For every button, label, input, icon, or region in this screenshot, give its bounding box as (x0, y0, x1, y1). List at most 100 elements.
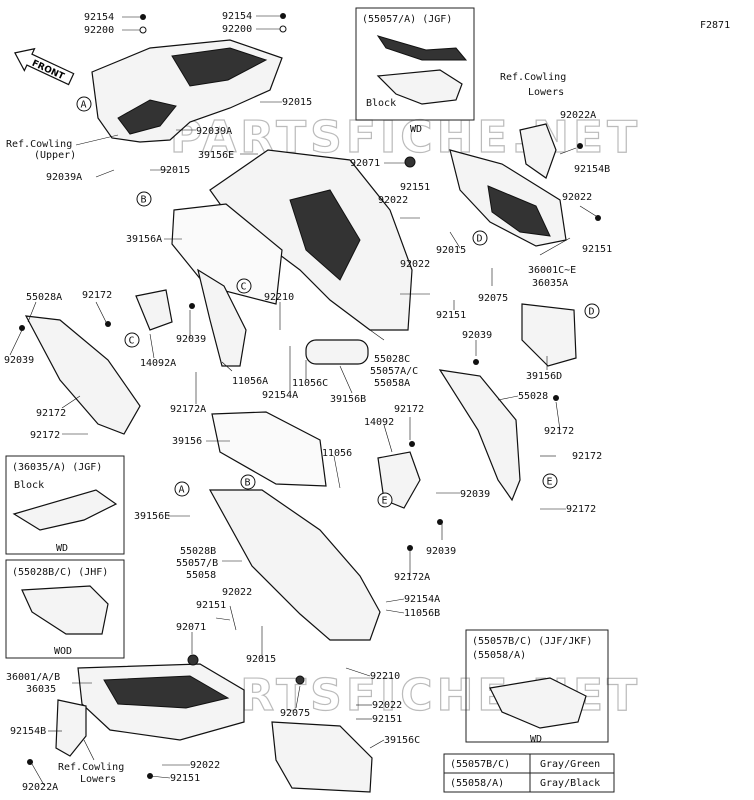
inset-55057A-header: (55057/A) (JGF) (362, 14, 452, 25)
callout: Ref.Cowling (6, 139, 72, 150)
callout: 92154A (404, 594, 440, 605)
washer-icon (279, 25, 287, 33)
callout: 92172 (572, 451, 602, 462)
callout: 92039 (176, 334, 206, 345)
inset-36035A-foot: WD (56, 543, 68, 554)
callout: 39156A (126, 234, 162, 245)
callout: 11056B (404, 608, 440, 619)
callout: 92022 (222, 587, 252, 598)
callout: 92071 (350, 158, 380, 169)
callout: 39156 (172, 436, 202, 447)
callout: 92022 (372, 700, 402, 711)
callout: 55028B (180, 546, 216, 557)
callout: 36001C~E (528, 265, 576, 276)
bolt-icon (437, 519, 443, 525)
side-panel-55028A (24, 315, 141, 435)
fasteners (19, 13, 601, 779)
callout: 92039 (426, 546, 456, 557)
pad-39156B (305, 339, 369, 365)
side-panel-55028 (438, 369, 521, 502)
grommet-92071-upper (404, 156, 416, 168)
callout: 92154 (84, 12, 114, 23)
callout: 92172A (394, 572, 430, 583)
callout: 11056 (322, 448, 352, 459)
marker-label: B (141, 195, 147, 206)
inset-36035A-part (12, 489, 118, 531)
grommet-92075-lower (295, 675, 305, 685)
callout: 92022A (22, 782, 58, 793)
marker-label: C (129, 336, 135, 347)
callout-labels: 92154 92200 92154 92200 92015 Ref.Cowlin… (4, 11, 612, 793)
callout: 92022A (560, 110, 596, 121)
callout: 36035 (26, 684, 56, 695)
inset-36035A-note: Block (14, 480, 44, 491)
inset-55057A-foot: WD (410, 124, 422, 135)
callout: 92015 (282, 97, 312, 108)
callout: 92172 (82, 290, 112, 301)
callout: 39156E (198, 150, 234, 161)
bolt-icon (473, 359, 479, 365)
inset-55057BC-part (489, 677, 587, 729)
lower-cowl-36001-vent (103, 675, 230, 709)
bolt-icon (280, 13, 286, 19)
callout: 14092A (140, 358, 176, 369)
bolt-icon (140, 14, 146, 20)
callout: Lowers (528, 87, 564, 98)
callout: 92151 (196, 600, 226, 611)
callout: 55028C (374, 354, 410, 365)
callout: 92075 (280, 708, 310, 719)
callout: 92154 (222, 11, 252, 22)
callout: 92022 (190, 760, 220, 771)
callout: 55058 (186, 570, 216, 581)
callout: 92022 (378, 195, 408, 206)
bolt-icon (189, 303, 195, 309)
callout: 92172 (30, 430, 60, 441)
callout: 55028 (518, 391, 548, 402)
bolt-icon (407, 545, 413, 551)
callout: 92015 (436, 245, 466, 256)
bolt-icon (147, 773, 153, 779)
callout: 55058A (374, 378, 410, 389)
ref-cowling-lowers-lower (55, 699, 87, 757)
callout: 92151 (170, 773, 200, 784)
callout: 36035A (532, 278, 568, 289)
inset-55057A-note: Block (366, 98, 396, 109)
marker-label: B (245, 478, 251, 489)
callout: 92151 (582, 244, 612, 255)
washer-icon (139, 26, 147, 34)
bolt-icon (27, 759, 33, 765)
bolt-icon (595, 215, 601, 221)
inset-box-55057BC (465, 629, 609, 743)
callout: 92210 (370, 671, 400, 682)
marker-label: C (241, 282, 247, 293)
callout: 92154A (262, 390, 298, 401)
inset-box-55057A (355, 7, 475, 121)
callout: Lowers (80, 774, 116, 785)
marker-label: A (179, 485, 185, 496)
color-table-code-1: (55057B/C) (450, 759, 510, 770)
callout: 92200 (84, 25, 114, 36)
callout: 92022 (400, 259, 430, 270)
front-arrow-icon: FRONT (14, 47, 75, 86)
callout: 92154B (10, 726, 46, 737)
pad-39156C (271, 721, 373, 793)
inset-box-55028BC (5, 559, 125, 659)
bolt-icon (105, 321, 111, 327)
callout: 55057A/C (370, 366, 418, 377)
bolt-icon (409, 441, 415, 447)
callout: 14092 (364, 417, 394, 428)
callout: 92172A (170, 404, 206, 415)
color-table: (55057B/C) Gray/Green (55058/A) Gray/Bla… (443, 753, 615, 793)
callout: 92200 (222, 24, 252, 35)
inset-55028BC-part (21, 585, 109, 635)
callout: 92210 (264, 292, 294, 303)
callout: 92039 (460, 489, 490, 500)
callout: 92172 (544, 426, 574, 437)
marker-label: D (477, 234, 483, 245)
upper-cowling-vent (171, 47, 268, 87)
bracket-11056A (197, 268, 247, 367)
marker-label: E (382, 496, 388, 507)
figure-id: F2871 (700, 20, 730, 31)
bracket-14092A (135, 289, 173, 331)
